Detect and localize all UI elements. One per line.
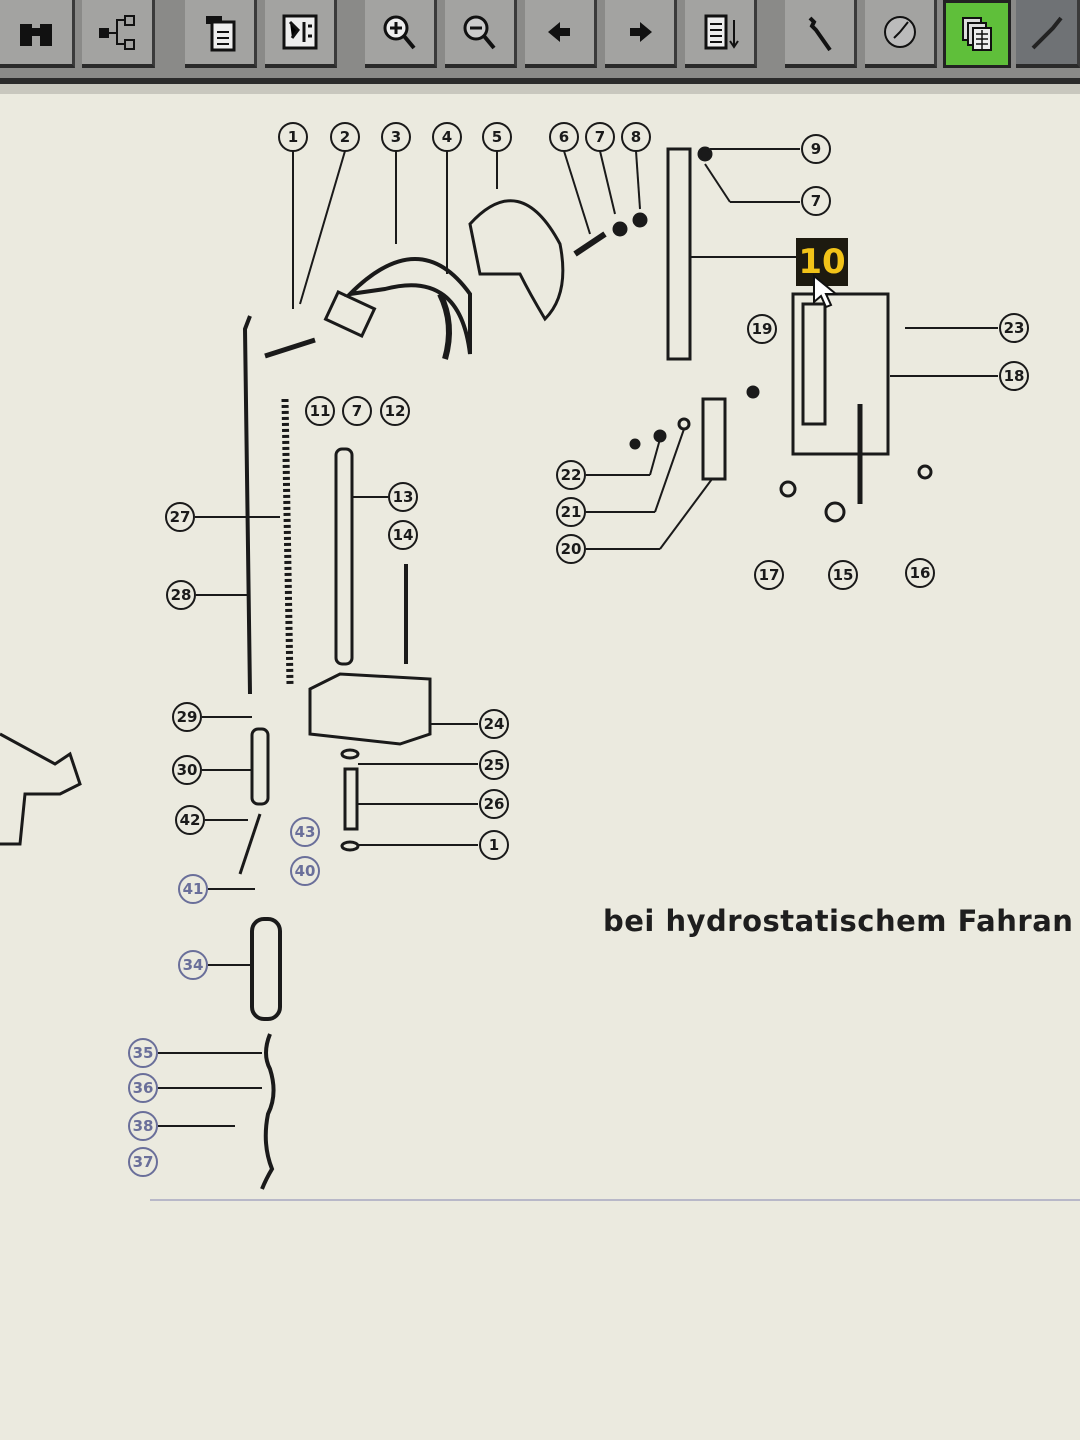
callout-13[interactable]: 13	[388, 482, 418, 512]
callout-26[interactable]: 26	[479, 789, 509, 819]
callout-4[interactable]: 4	[432, 122, 462, 152]
list-sort-down-button[interactable]	[685, 0, 757, 68]
callout-7[interactable]: 7	[585, 122, 615, 152]
callout-1[interactable]: 1	[278, 122, 308, 152]
callout-43[interactable]: 43	[290, 817, 320, 847]
zoom-out-icon	[463, 15, 496, 50]
callout-19[interactable]: 19	[747, 314, 777, 344]
toolbar-divider	[0, 84, 1080, 94]
wrench-icon	[808, 16, 832, 52]
callout-1[interactable]: 1	[479, 830, 509, 860]
list-sort-down-icon	[704, 14, 739, 50]
binoculars-icon	[20, 24, 52, 46]
callout-11[interactable]: 11	[305, 396, 335, 426]
callout-36[interactable]: 36	[128, 1073, 158, 1103]
document-icon	[205, 16, 235, 52]
tree-structure-button[interactable]	[82, 0, 155, 68]
callout-15[interactable]: 15	[828, 560, 858, 590]
diagram-view-icon	[282, 14, 317, 50]
callout-37[interactable]: 37	[128, 1147, 158, 1177]
document-button[interactable]	[185, 0, 257, 68]
callout-24[interactable]: 24	[479, 709, 509, 739]
callout-2[interactable]: 2	[330, 122, 360, 152]
zoom-in-icon	[383, 15, 416, 50]
callout-28[interactable]: 28	[166, 580, 196, 610]
callout-23[interactable]: 23	[999, 313, 1029, 343]
callout-21[interactable]: 21	[556, 497, 586, 527]
screwdriver-icon	[1031, 16, 1063, 50]
zoom-in-button[interactable]	[365, 0, 437, 68]
callout-22[interactable]: 22	[556, 460, 586, 490]
arrow-left-icon	[547, 22, 570, 42]
callout-16[interactable]: 16	[905, 558, 935, 588]
divider	[150, 1199, 1080, 1201]
screwdriver-button[interactable]	[1016, 0, 1080, 68]
callout-7[interactable]: 7	[342, 396, 372, 426]
callout-25[interactable]: 25	[479, 750, 509, 780]
exploded-parts-drawing	[0, 146, 998, 1190]
arrow-left-button[interactable]	[525, 0, 597, 68]
callout-6[interactable]: 6	[549, 122, 579, 152]
callout-7[interactable]: 7	[801, 186, 831, 216]
callout-27[interactable]: 27	[165, 502, 195, 532]
callout-12[interactable]: 12	[380, 396, 410, 426]
callout-9[interactable]: 9	[801, 134, 831, 164]
callout-34[interactable]: 34	[178, 950, 208, 980]
wrench-button[interactable]	[785, 0, 857, 68]
gauge-button[interactable]	[865, 0, 937, 68]
tree-structure-icon	[99, 15, 135, 50]
callout-5[interactable]: 5	[482, 122, 512, 152]
callout-20[interactable]: 20	[556, 534, 586, 564]
callout-30[interactable]: 30	[172, 755, 202, 785]
callout-17[interactable]: 17	[754, 560, 784, 590]
callout-42[interactable]: 42	[175, 805, 205, 835]
callout-40[interactable]: 40	[290, 856, 320, 886]
mouse-cursor-icon	[812, 273, 842, 314]
callout-35[interactable]: 35	[128, 1038, 158, 1068]
gauge-icon	[883, 16, 916, 48]
arrow-right-button[interactable]	[605, 0, 677, 68]
arrow-right-icon	[629, 22, 652, 42]
zoom-out-button[interactable]	[445, 0, 517, 68]
callout-18[interactable]: 18	[999, 361, 1029, 391]
callout-8[interactable]: 8	[621, 122, 651, 152]
copy-pages-button[interactable]	[943, 0, 1011, 68]
toolbar	[0, 0, 1080, 84]
callout-41[interactable]: 41	[178, 874, 208, 904]
diagram-caption: bei hydrostatischem Fahran	[603, 904, 1074, 938]
callout-38[interactable]: 38	[128, 1111, 158, 1141]
diagram-view-button[interactable]	[265, 0, 337, 68]
binoculars-button[interactable]	[0, 0, 75, 68]
callout-29[interactable]: 29	[172, 702, 202, 732]
callout-highlighted[interactable]: 10	[796, 238, 848, 286]
callout-3[interactable]: 3	[381, 122, 411, 152]
copy-pages-icon	[962, 17, 992, 51]
callout-14[interactable]: 14	[388, 520, 418, 550]
